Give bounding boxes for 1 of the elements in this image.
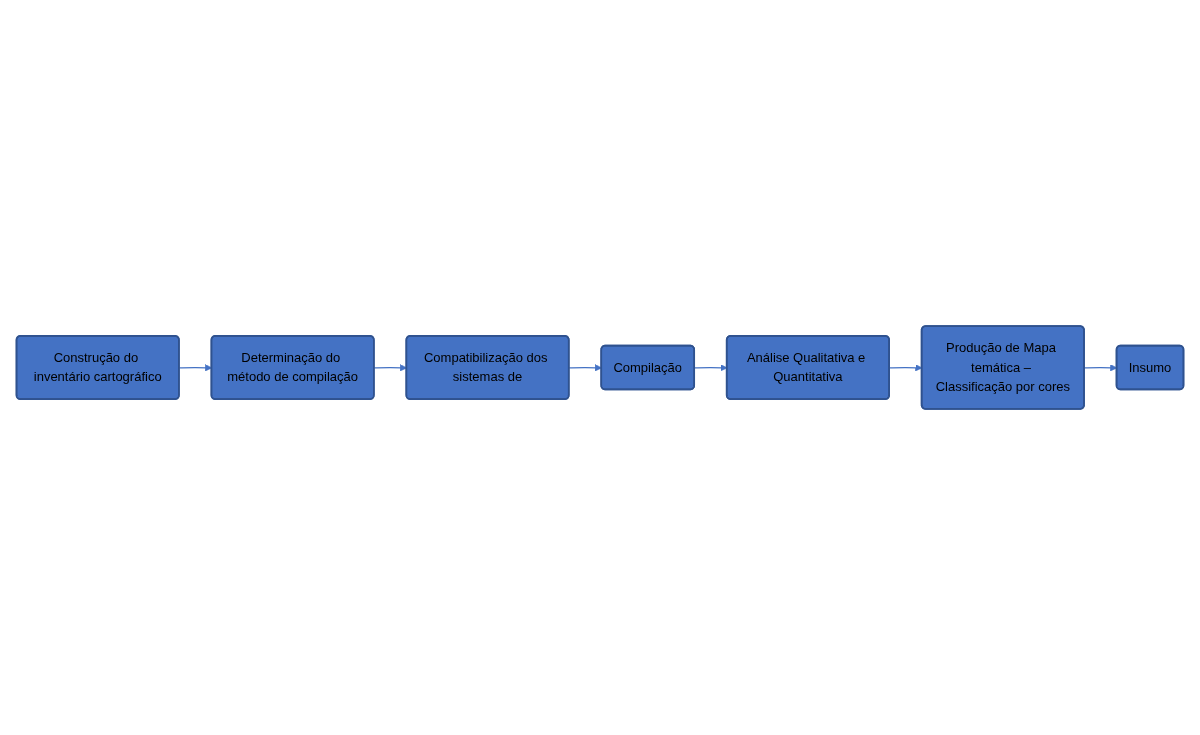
arrow (568, 364, 602, 372)
